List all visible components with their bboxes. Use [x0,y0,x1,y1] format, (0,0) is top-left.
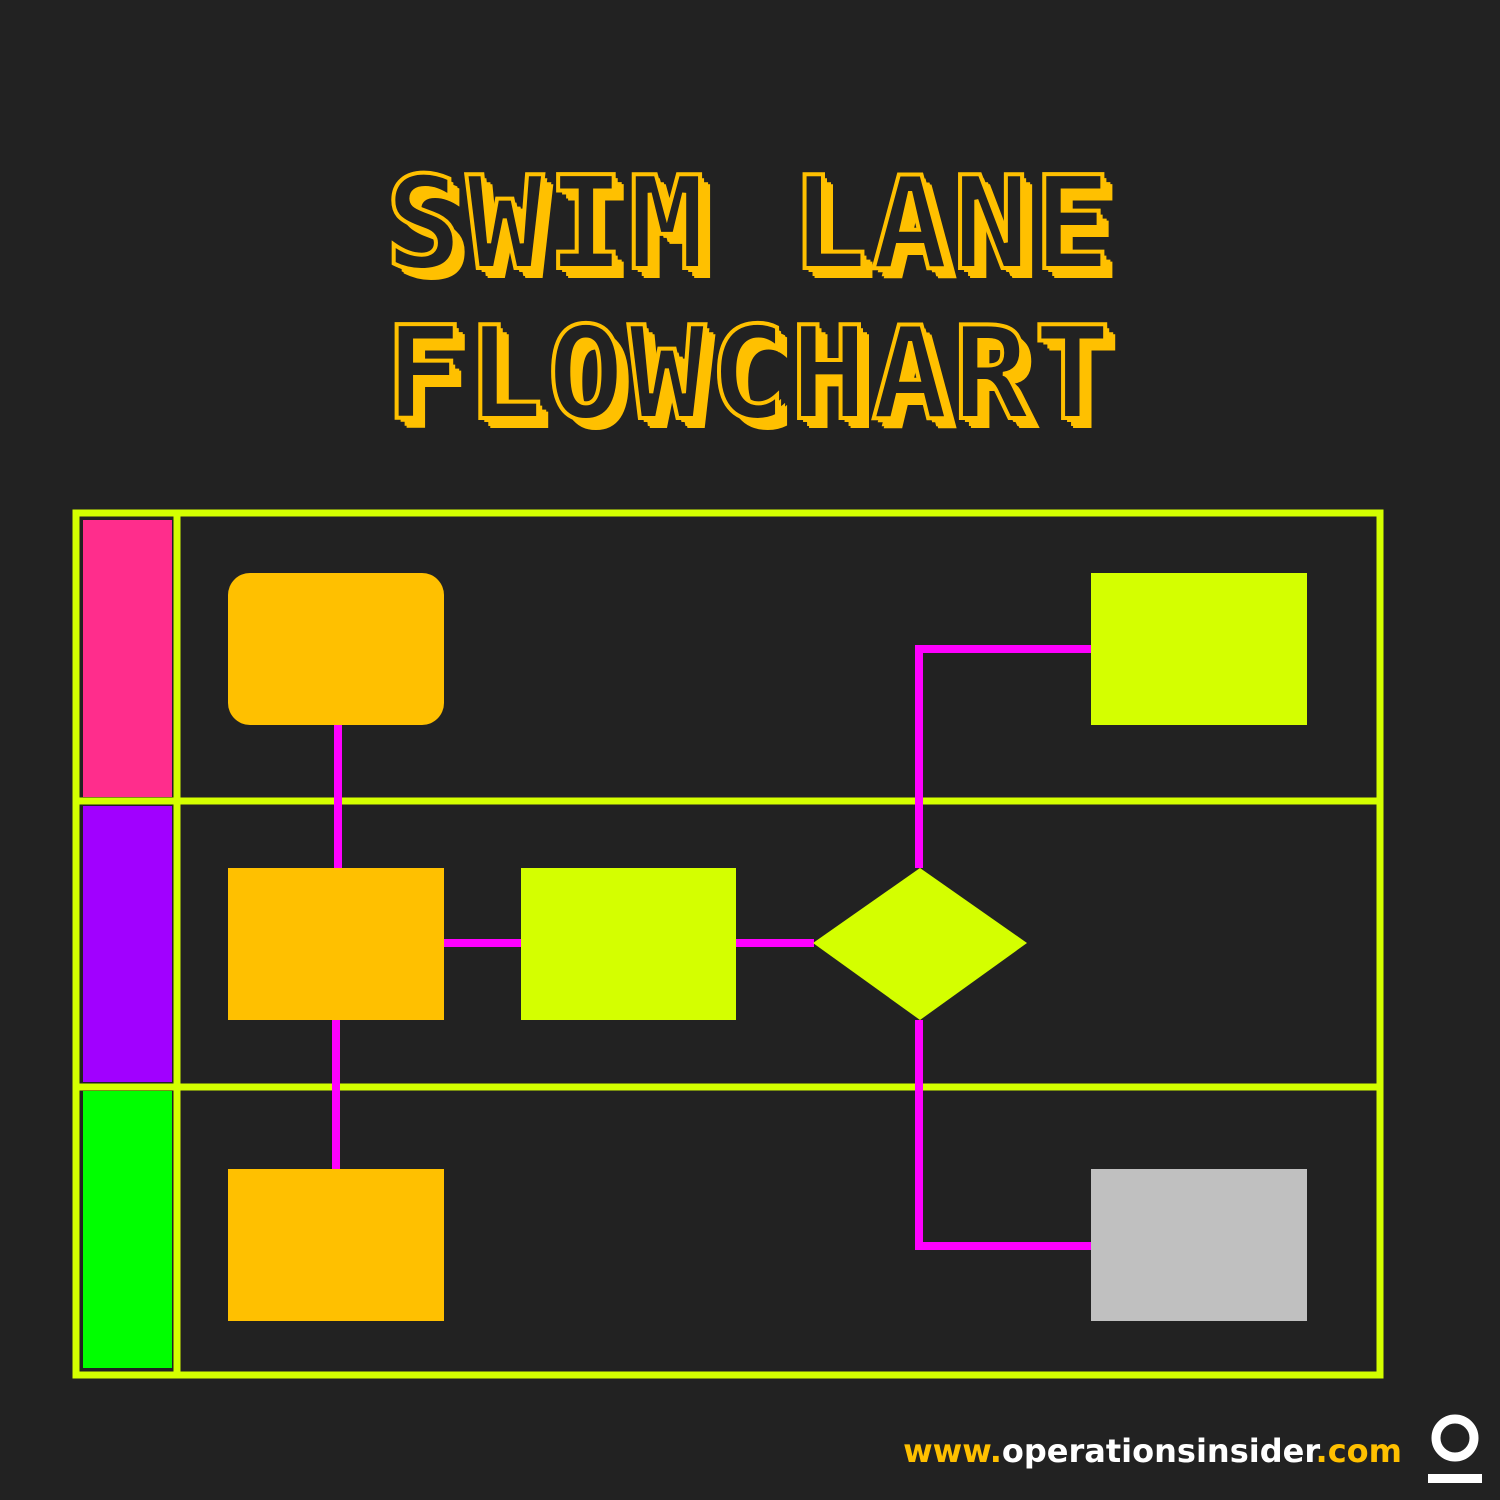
bottom-result-box [1091,1169,1307,1321]
decision-diamond [813,868,1027,1020]
url-suffix: .com [1315,1432,1402,1470]
lane-header-2 [83,806,172,1082]
title-line-2: FLOWCHART [383,298,1115,451]
swimlane-frame [72,509,1384,1379]
lane-header-3 [83,1091,172,1368]
connector-decision-to-bottom-result [915,1020,1091,1250]
website-url: www.operationsinsider.com [903,1432,1402,1470]
lane-header-1 [83,520,172,797]
connector-decision-to-top-result [915,645,1091,868]
bottom-process-box [228,1169,444,1321]
url-prefix: www. [903,1432,1002,1470]
diagram-title: SWIM LANE FLOWCHART [0,148,1500,451]
process-box [228,868,444,1020]
start-box [228,573,444,725]
operations-insider-logo-icon [1428,1414,1482,1483]
title-line-1: SWIM LANE [383,148,1115,301]
top-result-box [1091,573,1307,725]
url-domain: operationsinsider [1001,1432,1316,1470]
task-box [521,868,736,1020]
